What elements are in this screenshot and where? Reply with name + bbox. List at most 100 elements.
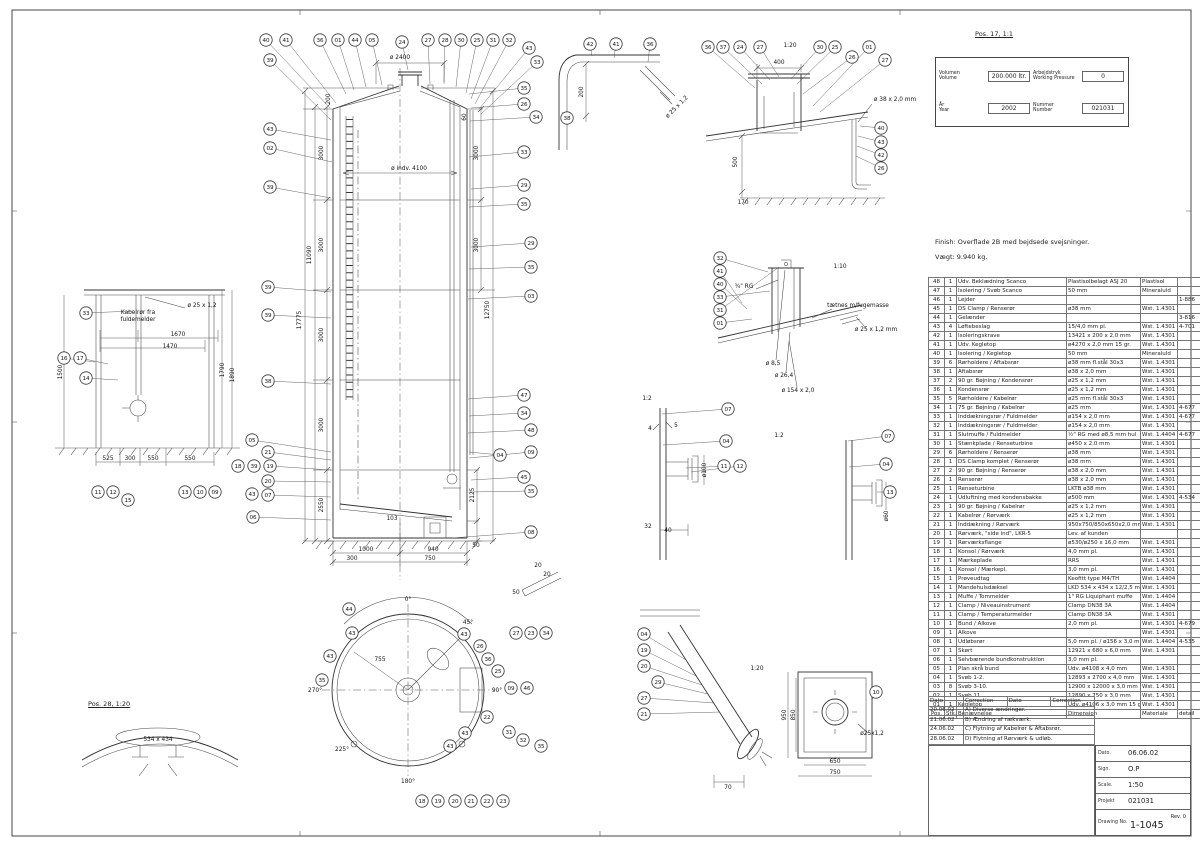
balloon-10: 10 bbox=[193, 485, 207, 499]
dim-label: 50 bbox=[472, 543, 480, 549]
alkove-detail bbox=[787, 671, 873, 777]
outlet-detail bbox=[640, 609, 773, 788]
balloon-26: 26 bbox=[517, 97, 531, 111]
volume-label: Volumen Volume bbox=[939, 70, 960, 81]
balloon-27: 27 bbox=[637, 691, 651, 705]
balloon-10: 10 bbox=[869, 685, 883, 699]
dim-label: 180° bbox=[401, 779, 415, 785]
svg-text:43: 43 bbox=[266, 127, 274, 133]
balloon-09: 09 bbox=[524, 445, 538, 459]
dim-label: 12750 bbox=[485, 300, 491, 319]
balloon-14: 14 bbox=[79, 371, 93, 385]
dim-label: 1790 bbox=[220, 362, 226, 377]
dim-label: 4 bbox=[648, 426, 652, 432]
spec-box: Volumen Volume 200.000 ltr. Arbejdstryk … bbox=[935, 57, 1129, 127]
dim-label: 50 bbox=[512, 590, 520, 596]
balloon-33: 33 bbox=[530, 55, 544, 69]
balloon-18: 18 bbox=[231, 459, 245, 473]
svg-text:11: 11 bbox=[720, 464, 728, 470]
balloon-33: 33 bbox=[517, 145, 531, 159]
svg-text:18: 18 bbox=[234, 464, 242, 470]
svg-text:21: 21 bbox=[467, 799, 475, 805]
dim-label: ø100 bbox=[702, 462, 708, 477]
drawing-number: 1-1045 bbox=[1130, 819, 1164, 831]
svg-text:35: 35 bbox=[318, 678, 326, 684]
svg-text:39: 39 bbox=[250, 464, 258, 470]
svg-text:45: 45 bbox=[520, 475, 528, 481]
balloon-27: 27 bbox=[421, 33, 435, 47]
svg-text:41: 41 bbox=[612, 42, 620, 48]
svg-text:20: 20 bbox=[264, 479, 272, 485]
svg-text:31: 31 bbox=[489, 38, 497, 44]
svg-text:43: 43 bbox=[525, 46, 533, 52]
balloon-41: 41 bbox=[713, 264, 727, 278]
svg-text:25: 25 bbox=[494, 669, 502, 675]
svg-text:26: 26 bbox=[520, 102, 528, 108]
svg-text:40: 40 bbox=[877, 126, 885, 132]
title-row-date: Dato. 06.06.02 bbox=[1096, 746, 1190, 762]
balloon-09: 09 bbox=[208, 485, 222, 499]
balloon-01: 01 bbox=[862, 40, 876, 54]
svg-text:20: 20 bbox=[640, 664, 648, 670]
svg-text:04: 04 bbox=[882, 462, 890, 468]
balloon-44: 44 bbox=[342, 602, 356, 616]
svg-text:43: 43 bbox=[461, 731, 469, 737]
svg-text:28: 28 bbox=[441, 38, 449, 44]
balloon-35: 35 bbox=[524, 484, 538, 498]
svg-text:06: 06 bbox=[249, 515, 257, 521]
balloon-13: 13 bbox=[883, 485, 897, 499]
balloon-26: 26 bbox=[473, 639, 487, 653]
pos28-label: Pos. 28, 1:20 bbox=[88, 700, 131, 708]
dim-label: 940 bbox=[427, 547, 438, 553]
dim-label: ø 154 x 2,0 bbox=[782, 388, 815, 394]
balloon-13: 13 bbox=[178, 485, 192, 499]
dim-label: ø 8,5 bbox=[766, 361, 781, 367]
balloon-17: 17 bbox=[73, 351, 87, 365]
balloon-34: 34 bbox=[539, 626, 553, 640]
dim-label: 11090 bbox=[307, 245, 313, 264]
balloon-23: 23 bbox=[524, 626, 538, 640]
balloon-41: 41 bbox=[609, 37, 623, 51]
dim-label: 850 bbox=[791, 709, 797, 720]
balloon-43: 43 bbox=[874, 135, 888, 149]
spec-row-volume: Volumen Volume 200.000 ltr. Arbejdstryk … bbox=[939, 70, 1125, 82]
balloon-44: 44 bbox=[348, 33, 362, 47]
svg-text:23: 23 bbox=[499, 799, 507, 805]
dim-label: Kabelrør fra bbox=[121, 310, 156, 316]
balloon-21: 21 bbox=[637, 707, 651, 721]
dim-label: 170 bbox=[737, 200, 748, 206]
drawing-no-label: Drawing No. bbox=[1098, 819, 1128, 825]
dim-label: 70 bbox=[724, 785, 732, 791]
dim-label: 1:20 bbox=[783, 43, 796, 49]
svg-text:30: 30 bbox=[457, 38, 465, 44]
dim-label: ¾" RG bbox=[735, 284, 754, 290]
balloon-04: 04 bbox=[637, 627, 651, 641]
year-label: År Year bbox=[939, 102, 950, 113]
dim-label: 200 bbox=[326, 93, 332, 104]
balloon-42: 42 bbox=[583, 37, 597, 51]
svg-text:43: 43 bbox=[877, 140, 885, 146]
balloon-29: 29 bbox=[524, 236, 538, 250]
balloon-41: 41 bbox=[279, 33, 293, 47]
dim-label: ø 2400 bbox=[390, 55, 410, 61]
svg-text:34: 34 bbox=[520, 411, 528, 417]
svg-text:13: 13 bbox=[886, 490, 894, 496]
balloon-02: 02 bbox=[263, 141, 277, 155]
balloon-11: 11 bbox=[91, 485, 105, 499]
svg-text:05: 05 bbox=[368, 38, 376, 44]
dim-label: ø 25 x 1,2 bbox=[187, 303, 216, 309]
balloon-37: 37 bbox=[716, 40, 730, 54]
svg-text:21: 21 bbox=[640, 712, 648, 718]
